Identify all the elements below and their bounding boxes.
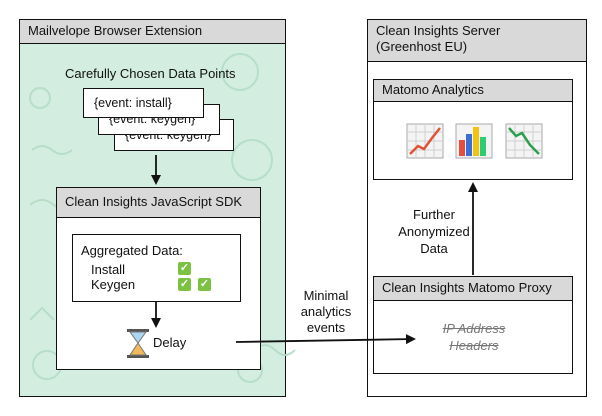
check-icon-keygen-1: ✓: [178, 278, 191, 291]
event-card-1: {event: install}: [83, 88, 204, 118]
aggregated-label: Aggregated Data:: [81, 243, 183, 258]
stripped-headers: Headers: [449, 338, 499, 353]
delay-label: Delay: [153, 335, 187, 350]
sdk-title: Clean Insights JavaScript SDK: [65, 194, 243, 209]
minimal-events-label: Minimal analytics events: [300, 288, 352, 335]
stripped-fields: IP Address Headers: [424, 320, 524, 354]
matomo-box: Matomo Analytics: [373, 79, 573, 180]
matomo-header: Matomo Analytics: [374, 80, 572, 102]
aggregated-row-keygen: Keygen: [91, 277, 136, 292]
extension-title: Mailvelope Browser Extension: [28, 23, 203, 38]
server-title-line-2: (Greenhost EU): [376, 39, 468, 54]
proxy-box: Clean Insights Matomo Proxy: [373, 276, 573, 374]
aggregated-data-box: [72, 234, 241, 302]
server-title-line-1: Clean Insights Server: [376, 23, 501, 38]
check-icon-keygen-2: ✓: [198, 278, 211, 291]
further-anonymized-label: Further Anonymized Data: [398, 207, 470, 256]
stripped-ip-address: IP Address: [442, 321, 506, 336]
proxy-header: Clean Insights Matomo Proxy: [374, 277, 572, 301]
sdk-header: Clean Insights JavaScript SDK: [57, 188, 260, 218]
proxy-title: Clean Insights Matomo Proxy: [382, 280, 552, 295]
extension-header: Mailvelope Browser Extension: [20, 20, 285, 44]
matomo-title: Matomo Analytics: [382, 82, 484, 97]
check-icon-install: ✓: [178, 262, 191, 275]
server-header: Clean Insights Server (Greenhost EU): [368, 20, 586, 62]
aggregated-row-install: Install: [91, 262, 125, 277]
data-points-label: Carefully Chosen Data Points: [65, 66, 236, 81]
